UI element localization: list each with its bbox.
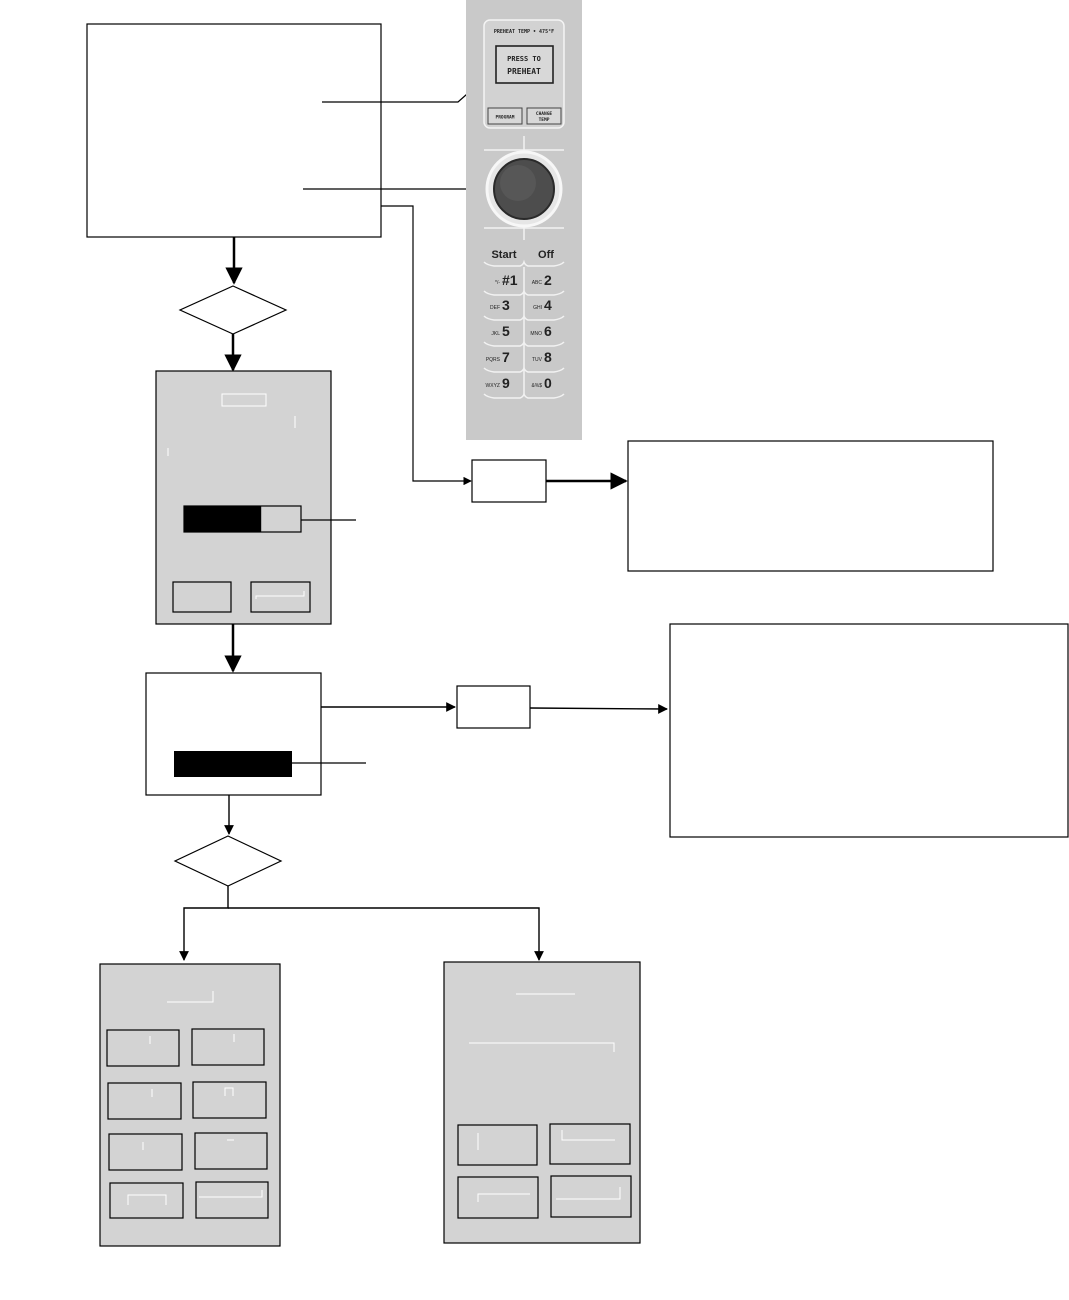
preheat-screen-left-button[interactable] [172,581,232,613]
keypad-key-digit: 7 [502,349,510,365]
screen-mark [167,991,214,1003]
change-temp-line1: CHANGE [536,111,553,117]
right-option-button-4[interactable] [550,1175,632,1218]
panel-header-text: PREHEAT TEMP • 475°F [494,29,554,35]
intro-description-box [86,23,382,238]
preheat-progress-fill [184,506,262,532]
change-temp-line2: TEMP [539,117,550,123]
screen-mark [469,1042,615,1052]
keypad-key-letters: ABC [532,280,543,286]
change-temp-button[interactable] [526,107,562,125]
keypad-key-0[interactable]: &%$0 [531,375,552,391]
keypad-key-letters: &%$ [531,383,542,389]
keypad-key-letters: DEF [490,305,500,311]
keypad-key-digit: 0 [544,375,552,391]
screen-mark [255,591,305,599]
note-box-1 [627,440,994,572]
preheat-screen-right-button[interactable] [250,581,311,613]
decision-diamond-1 [178,285,288,335]
option-button-3[interactable] [107,1082,182,1120]
arrow-decision2-to-left-screen [179,886,229,961]
keypad-key-1[interactable]: */-#1 [495,272,518,288]
arrow-side-process-to-note2 [529,704,668,714]
side-process-box-1 [471,459,547,503]
right-option-button-2[interactable] [549,1123,631,1165]
keypad-key-digit: 9 [502,375,510,391]
arrow-decision2-to-right-screen [228,907,544,961]
screen-marks-right [477,1130,621,1202]
keypad-key-letters: TUV [532,357,543,363]
keypad-key-digit: #1 [502,272,518,288]
option-button-8[interactable] [195,1181,269,1219]
oven-control-panel: PREHEAT TEMP • 475°F PRESS TO PREHEAT PR… [466,0,582,440]
keypad-key-letters: JKL [491,331,500,337]
option-button-5[interactable] [108,1133,183,1171]
option-button-2[interactable] [191,1028,265,1066]
note-box-2 [669,623,1069,838]
off-button[interactable]: Off [538,249,554,261]
ready-full-progress-bar [174,751,292,777]
dial-highlight [500,165,536,201]
arrow-intro-to-side-process [381,205,472,486]
press-to-preheat-button[interactable] [495,45,554,84]
keypad-key-digit: 6 [544,323,552,339]
program-button[interactable] [487,107,523,125]
keypad-key-digit: 2 [544,272,552,288]
right-option-button-3[interactable] [457,1176,539,1219]
preheat-button-line2: PREHEAT [507,67,541,76]
keypad-key-digit: 3 [502,297,510,313]
keypad-key-digit: 4 [544,297,552,313]
keypad-key-letters: WXYZ [486,383,500,389]
start-button[interactable]: Start [491,249,516,261]
option-button-7[interactable] [109,1182,184,1219]
decision-diamond-2 [173,835,283,887]
right-option-button-1[interactable] [457,1124,538,1166]
option-button-1[interactable] [106,1029,180,1067]
program-button-label: PROGRAM [496,115,515,121]
option-button-4[interactable] [192,1081,267,1119]
keypad-key-letters: PQRS [486,357,501,363]
keypad-key-letters: GHI [533,305,542,311]
keypad-key-digit: 5 [502,323,510,339]
preheat-button-line1: PRESS TO [507,55,541,63]
start-off-divider [483,259,565,267]
side-process-box-2 [456,685,531,729]
keypad-key-letters: */- [495,280,500,286]
preheat-screen-title-placeholder [221,393,267,407]
keypad-key-letters: MNO [530,331,542,337]
keypad-key-digit: 8 [544,349,552,365]
screen-marks-left [127,1034,263,1205]
option-button-6[interactable] [194,1132,268,1170]
